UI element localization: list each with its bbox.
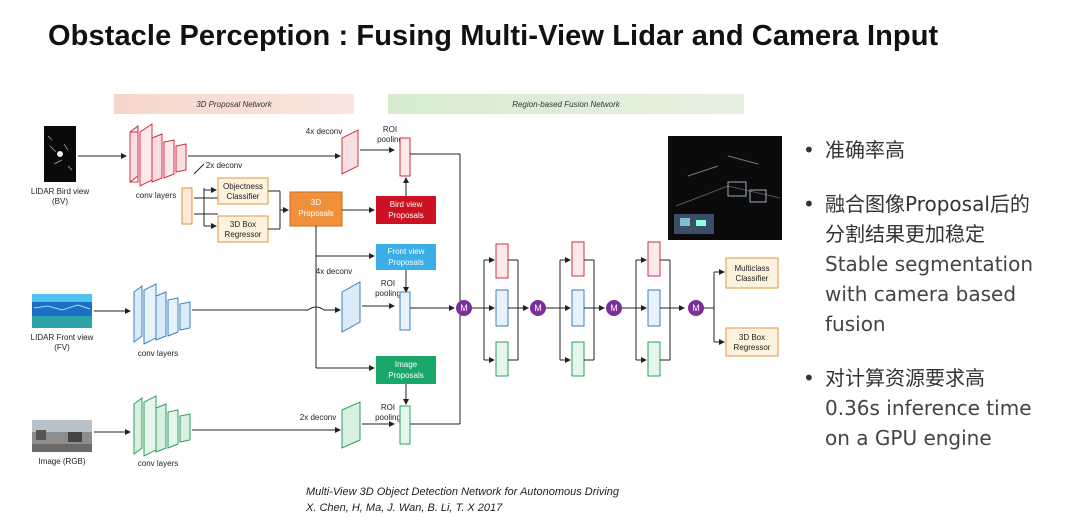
fv-deconv-block [341, 281, 361, 333]
bullet-2-line-4: with camera based [825, 282, 1017, 306]
bullet-1-line-1: 准确率高 [825, 138, 905, 162]
citation-title: Multi-View 3D Object Detection Network f… [306, 486, 620, 498]
bullet-compute: • 对计算资源要求高 0.36s inference time on a GPU… [803, 363, 1073, 453]
bird-view-proposals-label-1: Bird view [390, 200, 423, 209]
merge-node-2: M [530, 300, 546, 316]
bv-roi-label-2: pooling [377, 135, 403, 144]
bv-deconv-block [341, 129, 359, 175]
paper-citation: Multi-View 3D Object Detection Network f… [306, 484, 619, 516]
lidar-front-view-image [32, 294, 92, 328]
bullet-marker-1: • [803, 138, 815, 162]
fv-roi-label-1: ROI [381, 279, 395, 288]
proposal-network-header [114, 94, 354, 114]
img-roi-label-2: pooling [375, 413, 401, 422]
output-box-regressor-label-2: Regressor [734, 343, 771, 352]
bullet-3-line-3: on a GPU engine [825, 426, 992, 450]
fv-roi-label-2: pooling [375, 289, 401, 298]
merge-node-4: M [688, 300, 704, 316]
merge-node-1-label: M [460, 303, 468, 313]
bullet-2-line-1: 融合图像Proposal后的 [825, 192, 1030, 216]
fv-roi-block [399, 291, 411, 331]
image-proposals-box [376, 356, 436, 384]
front-view-label-1: LIDAR Front view [31, 333, 94, 342]
bullet-segmentation: • 融合图像Proposal后的 分割结果更加稳定 Stable segment… [803, 189, 1073, 339]
bullet-2-line-5: fusion [825, 312, 886, 336]
front-view-proposals-label-1: Front view [388, 247, 425, 256]
multiclass-label-2: Classifier [736, 274, 769, 283]
merge-node-1: M [456, 300, 472, 316]
rgb-camera-image [32, 420, 92, 452]
front-view-proposals-box [376, 244, 436, 270]
merge-node-4-label: M [692, 303, 700, 313]
bird-view-label-2: (BV) [52, 197, 68, 206]
bv-roi-label-1: ROI [383, 125, 397, 134]
merge-node-2-label: M [534, 303, 542, 313]
fusion-network-header-label: Region-based Fusion Network [512, 100, 621, 109]
bullet-2-line-3: Stable segmentation [825, 252, 1033, 276]
bv-2x-block [181, 187, 193, 225]
3d-proposals-label-2: Proposals [298, 209, 334, 218]
bullet-2-line-2: 分割结果更加稳定 [825, 222, 985, 246]
img-deconv-block [341, 401, 361, 449]
bird-view-proposals-box [376, 196, 436, 224]
objectness-label-2: Classifier [227, 192, 260, 201]
bullet-3-line-1: 对计算资源要求高 [825, 366, 985, 390]
img-roi-label-1: ROI [381, 403, 395, 412]
citation-authors: X. Chen, H, Ma, J. Wan, B. Li, T. X 2017 [306, 502, 503, 514]
merge-node-3-label: M [610, 303, 618, 313]
bird-view-proposals-label-2: Proposals [388, 211, 424, 220]
img-roi-block [399, 405, 411, 445]
3d-detection-result-image [668, 136, 782, 240]
bv-2x-deconv-label: 2x deconv [206, 161, 242, 170]
fusion-network-header [388, 94, 744, 114]
bv-4x-deconv-label: 4x deconv [306, 127, 342, 136]
fusion-stage-1 [472, 243, 529, 377]
front-view-conv-stack [133, 283, 191, 345]
box-regressor-label-2: Regressor [225, 230, 262, 239]
front-view-proposals-label-2: Proposals [388, 258, 424, 267]
merge-node-3: M [606, 300, 622, 316]
slide-title: Obstacle Perception : Fusing Multi-View … [48, 20, 939, 52]
objectness-label-1: Objectness [223, 182, 263, 191]
output-box-regressor-label-1: 3D Box [739, 333, 765, 342]
3d-proposals-box [289, 191, 343, 227]
bird-view-conv-label: conv layers [136, 191, 176, 200]
lidar-bird-view-image [44, 126, 76, 182]
box-regressor-box [217, 215, 269, 243]
bullet-marker-2: • [803, 192, 815, 216]
bird-view-conv-stack [129, 123, 187, 187]
proposal-network-header-label: 3D Proposal Network [196, 100, 273, 109]
front-view-label-2: (FV) [54, 343, 70, 352]
bullet-accuracy: • 准确率高 [803, 135, 1073, 165]
image-proposals-label-2: Proposals [388, 371, 424, 380]
output-box-regressor-box [725, 327, 779, 357]
multiclass-classifier-box [725, 257, 779, 289]
image-rgb-label: Image (RGB) [38, 457, 85, 466]
image-proposals-label-1: Image [395, 360, 418, 369]
bullet-list: • 准确率高 • 融合图像Proposal后的 分割结果更加稳定 Stable … [803, 135, 1073, 477]
bird-view-label-1: LIDAR Bird view [31, 187, 89, 196]
image-conv-stack [133, 395, 191, 457]
bv-roi-block [399, 137, 411, 177]
front-view-conv-label: conv layers [138, 349, 178, 358]
mv3d-architecture-diagram: 3D Proposal Network Region-based Fusion … [31, 94, 782, 468]
box-regressor-label-1: 3D Box [230, 220, 256, 229]
bullet-marker-3: • [803, 366, 815, 390]
multiclass-label-1: Multiclass [734, 264, 769, 273]
fusion-stage-3 [622, 241, 685, 377]
image-conv-label: conv layers [138, 459, 178, 468]
bullet-3-line-2: 0.36s inference time [825, 396, 1032, 420]
fv-4x-deconv-label: 4x deconv [316, 267, 352, 276]
img-2x-deconv-label: 2x deconv [300, 413, 336, 422]
3d-proposals-label-1: 3D [311, 198, 321, 207]
fusion-stage-2 [546, 241, 605, 377]
